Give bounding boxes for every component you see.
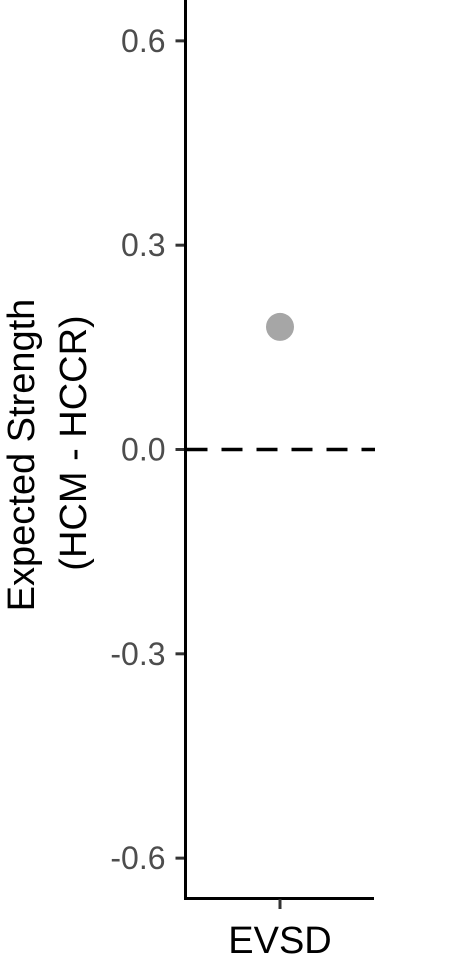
data-points [266, 312, 294, 341]
data-point-evsd [266, 312, 294, 341]
y-axis-tick-labels: 0.6 0.3 0.0 -0.3 -0.6 [110, 23, 165, 876]
x-tick-label-evsd: EVSD [228, 920, 331, 962]
y-tick-label-3: -0.3 [110, 636, 165, 672]
y-tick-label-0: 0.6 [121, 23, 165, 59]
y-axis-title: Expected Strength (HCM - HCCR) [1, 299, 95, 612]
y-tick-label-4: -0.6 [110, 840, 165, 876]
y-axis-title-line-1: Expected Strength [1, 299, 43, 612]
y-axis-title-line-2: (HCM - HCCR) [53, 315, 95, 570]
y-tick-label-1: 0.3 [121, 227, 165, 263]
y-axis-ticks [175, 39, 186, 860]
y-tick-label-2: 0.0 [121, 432, 165, 468]
